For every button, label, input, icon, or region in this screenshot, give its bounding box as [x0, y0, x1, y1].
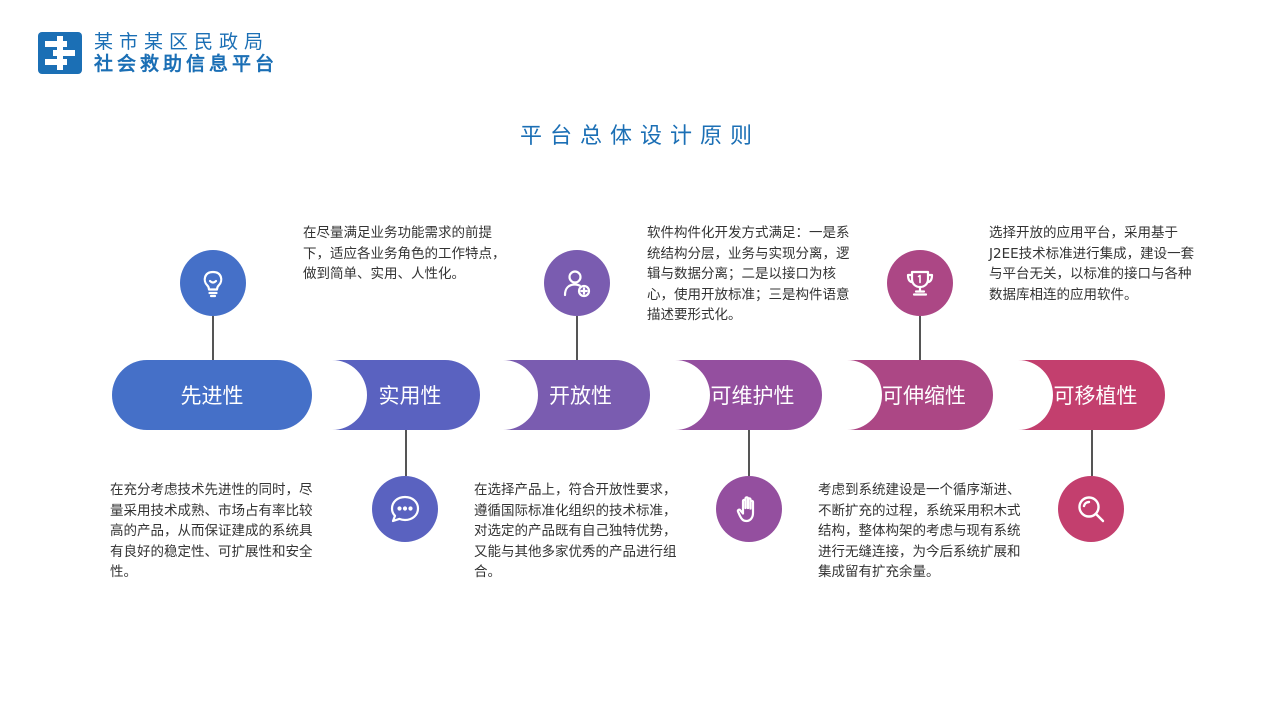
principle-segment-portability: 可移植性 — [1018, 360, 1165, 430]
segment-shape — [675, 360, 822, 430]
connector-line — [576, 316, 578, 362]
principle-desc-advanced: 在充分考虑技术先进性的同时，尽量采用技术成熟、市场占有率比较高的产品，从而保证建… — [110, 482, 313, 580]
principle-label-openness: 开放性 — [549, 384, 612, 408]
principle-label-maintainability: 可维护性 — [710, 384, 795, 408]
search-icon — [1058, 476, 1124, 542]
principle-desc-scalability: 考虑到系统建设是一个循序渐进、不断扩充的过程，系统采用积木式结构，整体构架的考虑… — [818, 482, 1021, 580]
lightbulb-icon — [180, 250, 246, 316]
connector-line — [919, 316, 921, 362]
connector-line — [748, 428, 750, 476]
segment-shape — [332, 360, 480, 430]
trophy-icon — [887, 250, 953, 316]
hand-icon — [716, 476, 782, 542]
principle-segment-advanced: 先进性 — [112, 360, 312, 430]
segment-shape — [112, 360, 312, 430]
add-user-icon — [544, 250, 610, 316]
principle-desc-maintainability: 软件构件化开发方式满足：一是系统结构分层，业务与实现分离，逻辑与数据分离；二是以… — [647, 225, 850, 323]
principle-label-portability: 可移植性 — [1053, 384, 1138, 408]
segment-shape — [503, 360, 650, 430]
principle-desc-practical: 在尽量满足业务功能需求的前提下，适应各业务角色的工作特点，做到简单、实用、人性化… — [303, 225, 506, 282]
principle-desc-openness: 在选择产品上，符合开放性要求，遵循国际标准化组织的技术标准，对选定的产品既有自己… — [474, 482, 677, 580]
principle-label-advanced: 先进性 — [180, 384, 244, 408]
connector-line — [212, 316, 214, 362]
connector-line — [1091, 428, 1093, 476]
principle-segment-scalability: 可伸缩性 — [847, 360, 993, 430]
org-name-line1: 某市某区民政局 — [94, 31, 270, 53]
principle-segment-maintainability: 可维护性 — [675, 360, 822, 430]
segment-shape — [1018, 360, 1165, 430]
org-name-line2: 社会救助信息平台 — [94, 53, 279, 75]
segment-shape — [847, 360, 993, 430]
page-title: 平台总体设计原则 — [519, 124, 760, 149]
principle-segment-practical: 实用性 — [332, 360, 480, 430]
principle-label-practical: 实用性 — [378, 384, 442, 408]
principle-desc-portability: 选择开放的应用平台，采用基于J2EE技术标准进行集成，建设一套与平台无关，以标准… — [989, 225, 1195, 303]
principle-segment-openness: 开放性 — [503, 360, 650, 430]
logo-icon — [38, 32, 82, 74]
chat-bubble-icon — [372, 476, 438, 542]
connector-line — [405, 428, 407, 476]
principle-label-scalability: 可伸缩性 — [882, 384, 966, 408]
